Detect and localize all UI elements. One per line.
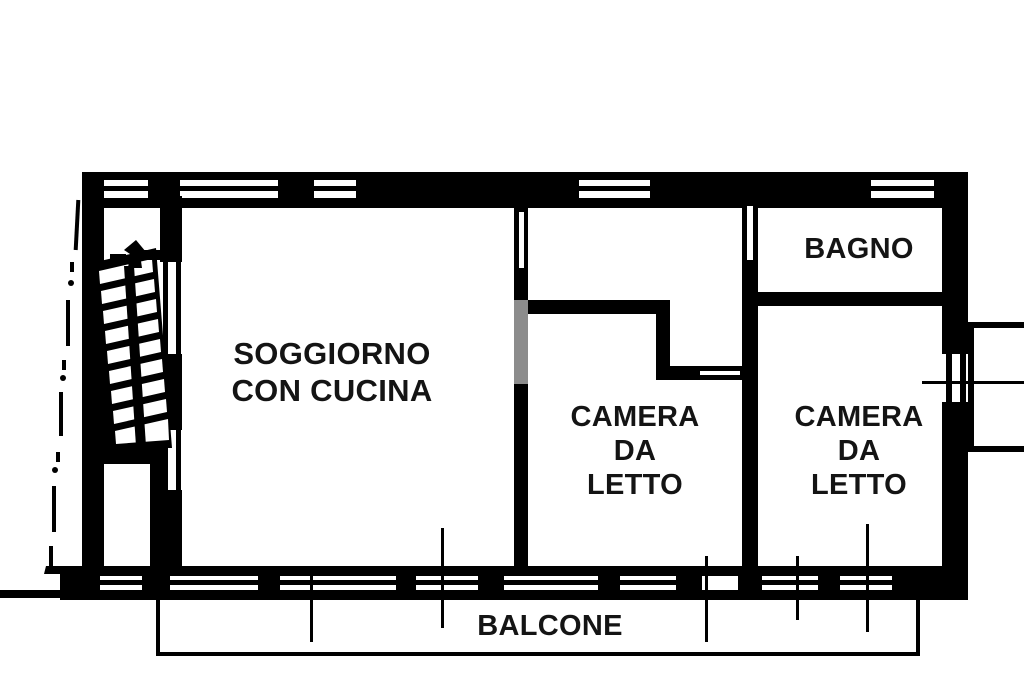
- wall-bottom-pier-4: [396, 566, 416, 600]
- window-top-jamb-d: [934, 174, 941, 206]
- facade-trace-left: [49, 199, 81, 568]
- room-label-line: BAGNO: [804, 233, 914, 265]
- window-top-1: [104, 186, 150, 191]
- window-bottom-3: [280, 580, 396, 585]
- walls-group: [0, 172, 1024, 656]
- wall-bottom-pier-5: [478, 566, 504, 600]
- wall-right-bay-outline: [968, 322, 1024, 452]
- window-top-jamb-b: [650, 174, 657, 206]
- room-label-line: LETTO: [810, 469, 908, 502]
- wall-right-nub-top: [942, 340, 968, 354]
- room-label-camera-da-letto-2: CAMERA DA LETTO: [762, 400, 956, 503]
- wall-bottom-pier-3: [258, 566, 280, 600]
- wall-bottom-pier-7: [676, 566, 702, 600]
- wall-bottom-inner: [60, 590, 968, 600]
- opening-camera1-door: [516, 212, 526, 268]
- wall-camera2-corner: [930, 292, 948, 306]
- wall-corridor-top: [528, 300, 670, 314]
- wall-partition-bagno-camera2: [752, 292, 948, 306]
- section-tick-5: [796, 556, 799, 620]
- wall-top-pier-5: [656, 172, 870, 208]
- wall-bottom-pier-6: [598, 566, 620, 600]
- section-tick-2: [705, 556, 708, 642]
- window-bottom-4: [416, 580, 478, 585]
- room-label-line: CAMERA: [570, 401, 700, 433]
- staircase-icon: [82, 240, 172, 448]
- room-label-soggiorno-con-cucina: SOGGIORNO CON CUCINA: [182, 336, 482, 409]
- window-top-2: [180, 186, 280, 191]
- window-bottom-5: [504, 580, 598, 585]
- room-label-line: DA: [613, 435, 657, 468]
- stairhall-door-jamb-b: [176, 262, 181, 354]
- room-label-line: SOGGIORNO: [233, 336, 431, 371]
- window-bottom-6: [620, 580, 676, 585]
- window-bottom-7: [762, 580, 818, 585]
- wall-right-nub-bottom: [942, 402, 968, 418]
- room-label-line: DA: [837, 435, 881, 468]
- window-top-3: [314, 186, 358, 191]
- wall-vestibule-right: [150, 462, 164, 568]
- camera1-door-jamb-a: [516, 212, 519, 268]
- window-top-4: [572, 186, 658, 191]
- room-label-line: CON CUCINA: [231, 372, 433, 408]
- wall-bottom-pier-9: [818, 566, 840, 600]
- bagno-door-jamb-a: [744, 206, 747, 260]
- wall-bottom-pier-10: [892, 566, 968, 600]
- wall-vestibule-left: [82, 462, 92, 568]
- window-bottom-2: [170, 580, 258, 585]
- right-bay-jamb-b: [960, 352, 966, 404]
- window-top-jamb-c: [864, 174, 871, 206]
- window-bottom-1: [100, 580, 142, 585]
- wall-stair-landing: [82, 448, 168, 464]
- right-bay-jamb-a: [946, 352, 952, 404]
- window-top-jamb-a: [572, 174, 579, 206]
- room-label-line: LETTO: [586, 469, 684, 502]
- opening-corridor-door: [700, 371, 740, 375]
- room-label-line: CAMERA: [794, 401, 924, 433]
- room-label-camera-da-letto-1: CAMERA DA LETTO: [533, 400, 737, 503]
- balcony-outline: [156, 600, 920, 656]
- window-top-5: [868, 186, 940, 191]
- room-label-bagno: BAGNO: [762, 232, 956, 266]
- room-label-line: BALCONE: [477, 610, 623, 642]
- stairhall-lower-jamb-b: [176, 430, 181, 490]
- wall-bottom-pier-1: [60, 566, 100, 600]
- section-tick-4: [310, 576, 313, 642]
- panel-glazed-soggiorno: [514, 300, 528, 384]
- wall-corridor-vertical: [656, 300, 670, 380]
- room-label-balcone: BALCONE: [375, 609, 725, 643]
- wall-top-pier-3: [278, 172, 314, 208]
- corner-tick-bottom-left: [44, 566, 60, 574]
- wall-partition-soggiorno-camera: [514, 200, 528, 572]
- camera1-door-jamb-b: [524, 212, 527, 268]
- section-line-right: [922, 381, 1024, 384]
- grade-line-left: [0, 590, 62, 598]
- stairhall-door-jamb-a: [163, 262, 168, 354]
- bagno-door-jamb-b: [753, 206, 756, 260]
- section-tick-3: [866, 524, 869, 632]
- wall-top-pier-4: [356, 172, 572, 208]
- section-tick-1: [441, 528, 444, 628]
